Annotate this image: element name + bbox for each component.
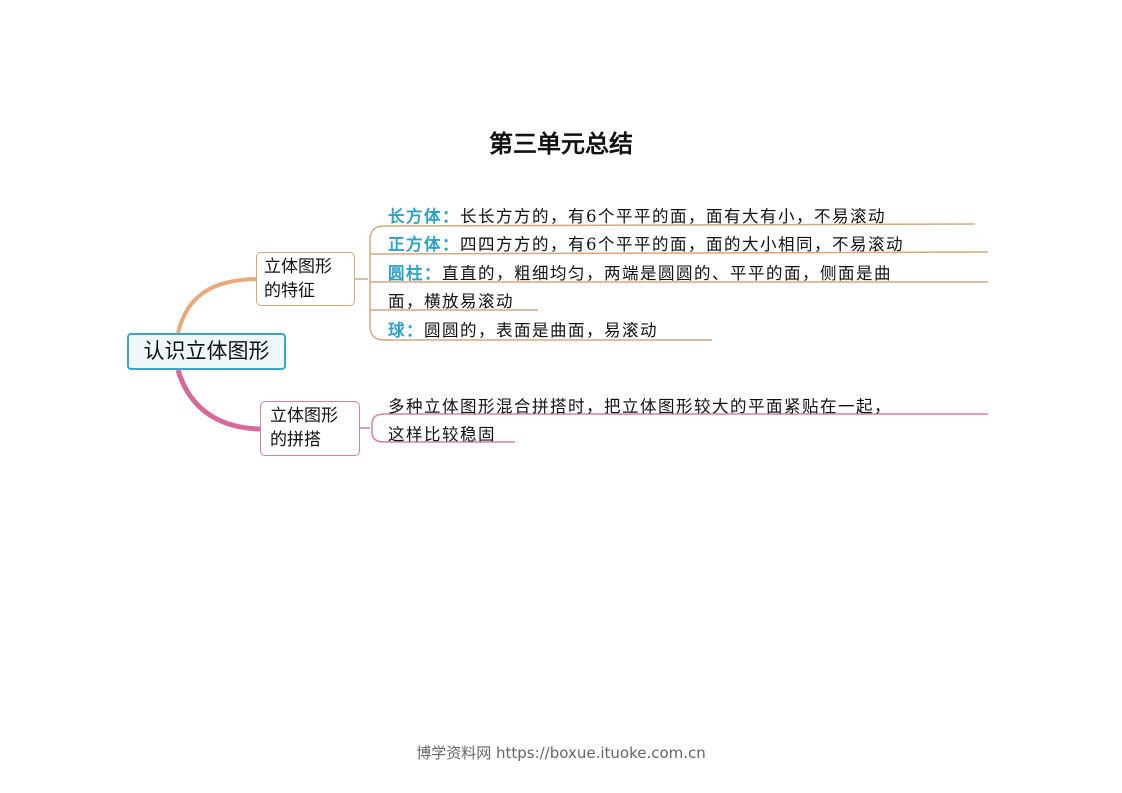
leaf-sphere: 球：圆圆的，表面是曲面，易滚动 <box>388 317 658 341</box>
term-description: 长长方方的，有6个平平的面，面有大有小，不易滚动 <box>460 207 886 226</box>
branch-label-line2: 的特征 <box>264 281 315 301</box>
branch-assembly-node: 立体图形 的拼搭 <box>260 401 360 456</box>
term-label: 正方体： <box>388 235 460 254</box>
assembly-description: 多种立体图形混合拼搭时，把立体图形较大的平面紧贴在一起， <box>388 397 892 416</box>
term-description-cont: 面，横放易滚动 <box>388 292 514 311</box>
leaf-assembly-cont: 这样比较稳固 <box>388 421 496 445</box>
leaf-cube: 正方体：四四方方的，有6个平平的面，面的大小相同，不易滚动 <box>388 231 904 255</box>
term-description: 直直的，粗细均匀，两端是圆圆的、平平的面，侧面是曲 <box>442 264 892 283</box>
branch-label-line1: 立体图形 <box>270 406 338 426</box>
leaf-cylinder-cont: 面，横放易滚动 <box>388 288 514 312</box>
branch-label-line1: 立体图形 <box>264 257 332 277</box>
leaf-cylinder: 圆柱：直直的，粗细均匀，两端是圆圆的、平平的面，侧面是曲 <box>388 260 892 284</box>
leaf-cuboid: 长方体：长长方方的，有6个平平的面，面有大有小，不易滚动 <box>388 203 886 227</box>
branch-features-node: 立体图形 的特征 <box>256 252 355 306</box>
page-title: 第三单元总结 <box>489 130 633 158</box>
term-label: 圆柱： <box>388 264 442 283</box>
term-description: 圆圆的，表面是曲面，易滚动 <box>424 321 658 340</box>
term-description: 四四方方的，有6个平平的面，面的大小相同，不易滚动 <box>460 235 904 254</box>
term-label: 球： <box>388 321 424 340</box>
leaf-assembly: 多种立体图形混合拼搭时，把立体图形较大的平面紧贴在一起， <box>388 393 892 417</box>
assembly-description-cont: 这样比较稳固 <box>388 425 496 444</box>
branch-label-line2: 的拼搭 <box>270 430 321 450</box>
footer-watermark: 博学资料网 https://boxue.ituoke.com.cn <box>416 744 706 762</box>
mindmap-root-node: 认识立体图形 <box>127 333 286 370</box>
term-label: 长方体： <box>388 207 460 226</box>
